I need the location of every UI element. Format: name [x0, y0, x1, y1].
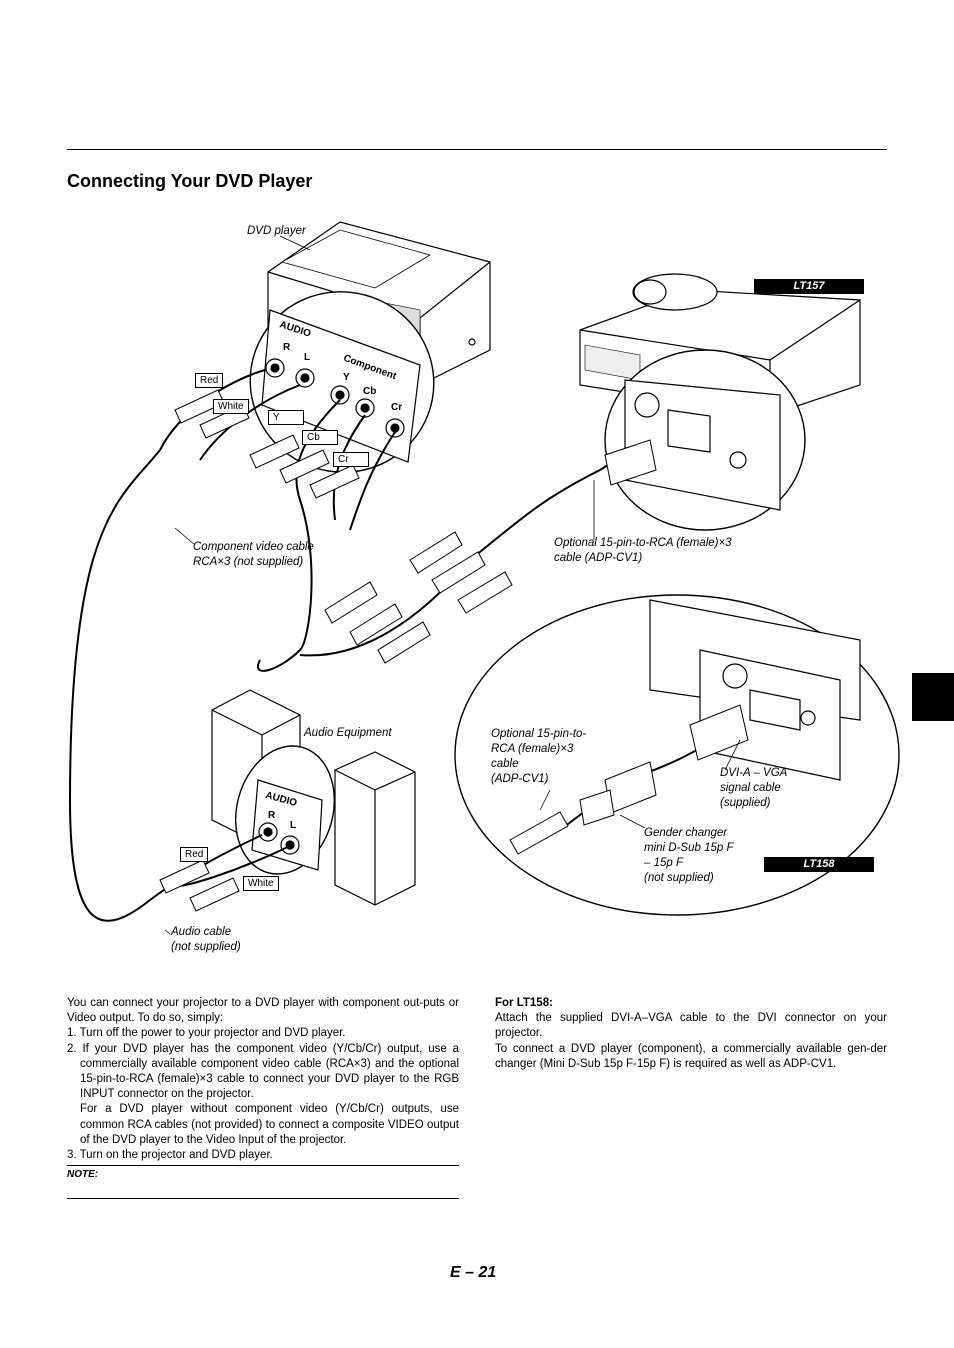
top-rule [67, 149, 887, 150]
speakers-drawing [211, 689, 416, 906]
gender-line3: – 15p F [644, 857, 683, 869]
dvd-audio-l-label: L [304, 352, 311, 363]
audio-cable-line2: (not supplied) [171, 941, 241, 953]
connection-diagram [68, 221, 900, 935]
model-lt157-badge: LT157 [754, 279, 864, 294]
leader-lines [164, 235, 741, 935]
component-cable-label: Component video cable RCA×3 (not supplie… [193, 540, 314, 570]
step-2-alt: For a DVD player without component video… [80, 1103, 459, 1146]
adp2-line2: RCA (female)×3 [491, 743, 574, 755]
page-number: E – 21 [450, 1264, 497, 1281]
gender-changer-label: Gender changer mini D-Sub 15p F – 15p F … [644, 826, 733, 886]
adp-cv1-line2: cable (ADP-CV1) [554, 552, 643, 564]
chapter-tab [912, 673, 954, 721]
lt158-paragraph-2: To connect a DVD player (component), a c… [495, 1042, 887, 1070]
dvd-comp-cb-label: Cb [363, 386, 377, 397]
lt158-heading: For LT158: [495, 997, 553, 1009]
dvd-audio-r-label: R [283, 342, 291, 353]
tag2-red: Red [180, 847, 209, 862]
projector-lt158-drawing [454, 594, 900, 916]
step-2: 2. If your DVD player has the component … [67, 1042, 459, 1101]
speaker-audio-l-label: L [290, 820, 297, 831]
section-title: Connecting Your DVD Player [67, 171, 313, 191]
tag-y: Y [268, 410, 304, 425]
tag2-white: White [243, 876, 279, 891]
speaker-audio-r-label: R [268, 810, 276, 821]
step-3: 3. Turn on the projector and DVD player. [67, 1149, 273, 1162]
tag-white: White [213, 399, 249, 414]
intro-paragraph: You can connect your projector to a DVD … [67, 997, 459, 1025]
note-bottom-rule [67, 1198, 459, 1199]
dvi-vga-cable-label: DVI-A – VGA signal cable (supplied) [720, 766, 787, 811]
left-column: You can connect your projector to a DVD … [67, 996, 459, 1163]
dvd-comp-y-label: Y [343, 372, 350, 383]
adp2-line3: cable [491, 758, 519, 770]
tag-red: Red [195, 373, 224, 388]
projector-lt157-drawing [579, 273, 861, 531]
adp2-line4: (ADP-CV1) [491, 773, 549, 785]
adp2-line1: Optional 15-pin-to- [491, 728, 587, 740]
dvi-line2: signal cable [720, 782, 781, 794]
dvd-panel-bubble [249, 291, 435, 473]
step-1: 1. Turn off the power to your projector … [67, 1027, 346, 1040]
adp-cv1-line1: Optional 15-pin-to-RCA (female)×3 [554, 537, 732, 549]
gender-line4: (not supplied) [644, 872, 714, 884]
note-label: NOTE: [67, 1169, 99, 1180]
dvd-player-label: DVD player [247, 225, 306, 237]
note-top-rule [67, 1165, 459, 1166]
gender-line1: Gender changer [644, 827, 728, 839]
lt158-paragraph-1: Attach the supplied DVI-A–VGA cable to t… [495, 1012, 887, 1040]
adp-cv1-lt158-label: Optional 15-pin-to- RCA (female)×3 cable… [491, 727, 586, 787]
tag-cb: Cb [302, 430, 338, 445]
dvi-line3: (supplied) [720, 797, 771, 809]
right-column: For LT158: Attach the supplied DVI-A–VGA… [495, 996, 887, 1072]
gender-line2: mini D-Sub 15p F [644, 842, 734, 854]
audio-cable-label: Audio cable (not supplied) [171, 925, 241, 955]
rca-plugs-drawing [159, 389, 749, 912]
component-cable-line2: RCA×3 (not supplied) [193, 556, 304, 568]
dvi-line1: DVI-A – VGA [720, 767, 788, 779]
tag-cr: Cr [333, 452, 369, 467]
dvd-comp-cr-label: Cr [391, 402, 403, 413]
model-lt158-badge: LT158 [764, 857, 874, 872]
audio-equipment-label: Audio Equipment [304, 727, 392, 739]
adp-cv1-label: Optional 15-pin-to-RCA (female)×3 cable … [554, 536, 732, 566]
component-cable-line1: Component video cable [193, 541, 314, 553]
audio-cable-line1: Audio cable [171, 926, 232, 938]
